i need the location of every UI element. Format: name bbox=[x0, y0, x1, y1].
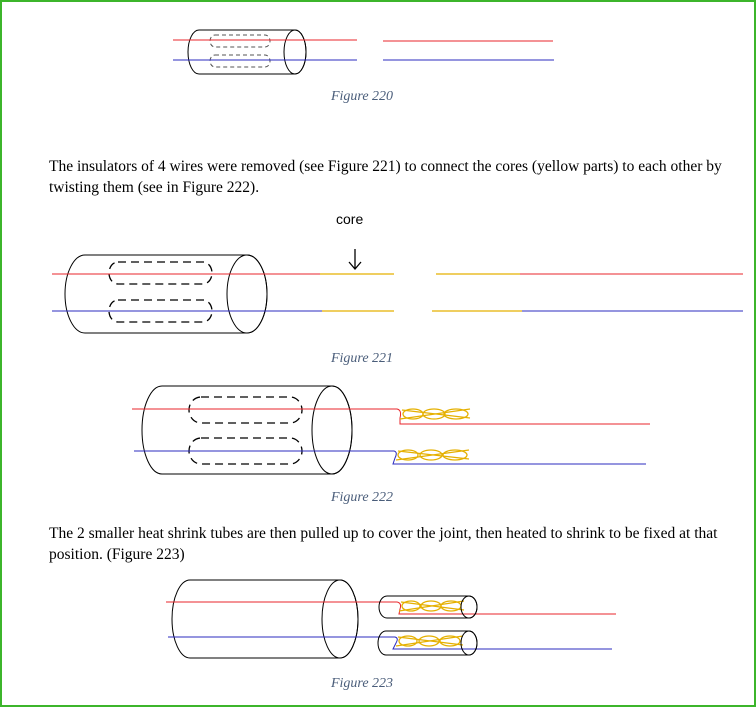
figure-222-caption: Figure 222 bbox=[330, 490, 394, 505]
figure-221-caption: Figure 221 bbox=[330, 351, 394, 366]
figure-220-caption: Figure 220 bbox=[330, 89, 394, 104]
paragraph-heat-shrink: The 2 smaller heat shrink tubes are then… bbox=[49, 525, 718, 563]
figure-222-diagram bbox=[132, 385, 650, 475]
figure-221-diagram bbox=[52, 249, 743, 334]
paragraph-insulators: The insulators of 4 wires were removed (… bbox=[49, 158, 722, 196]
figure-223-diagram bbox=[166, 579, 616, 659]
figure-223-caption: Figure 223 bbox=[330, 676, 394, 691]
core-annotation: core bbox=[336, 211, 364, 227]
figure-220-diagram bbox=[173, 29, 554, 75]
